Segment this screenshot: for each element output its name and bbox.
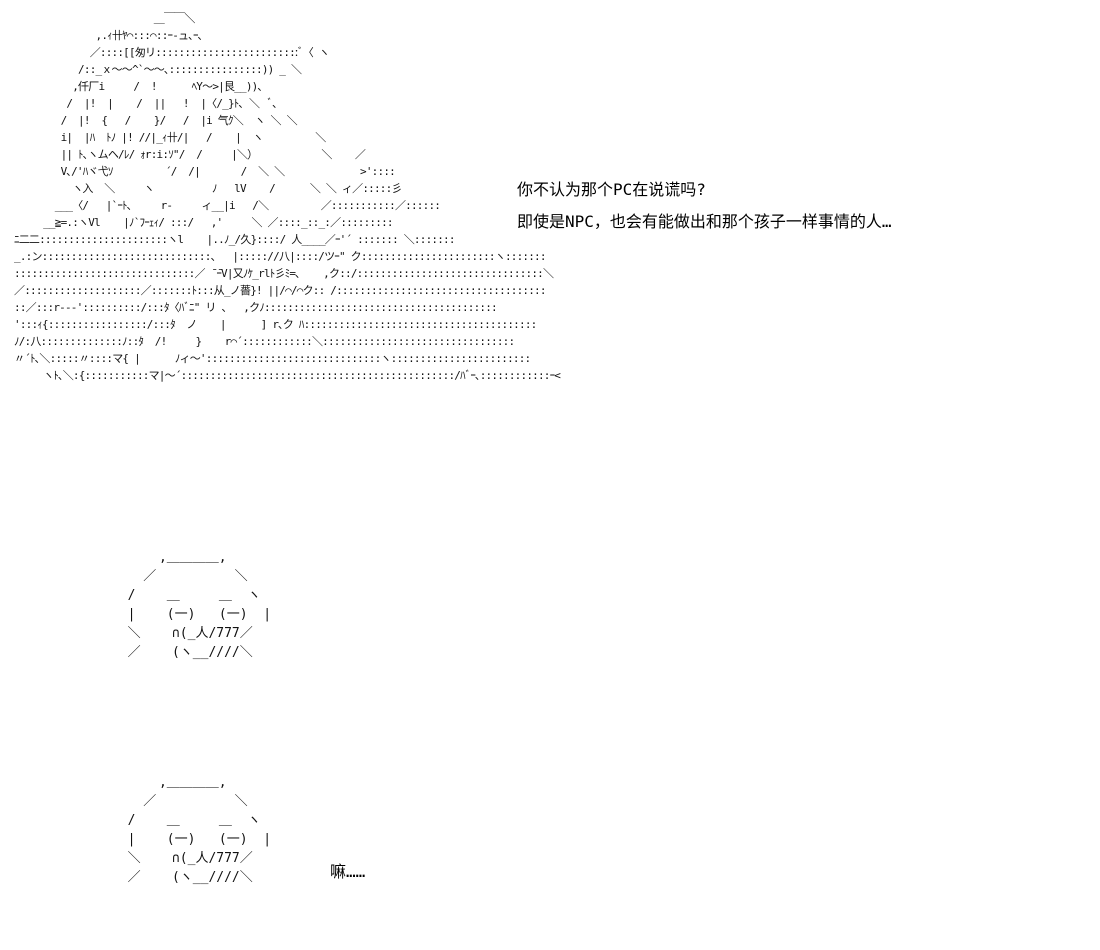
ascii-art-face-1: ,＿＿＿＿, ／ ＼ / ＿ ＿ ヽ | (一) (一) | ＼ ∩(_人/77… — [127, 550, 272, 660]
dialogue-line-2: 即使是NPC，也会有能做出和那个孩子一样事情的人… — [517, 212, 892, 231]
ascii-art-hooded-girl: ＿￣￣＼ ,.ｨ卄ﾔ⌒:::⌒::ｰ-ュ､ｰ､ ／::::[[匆リ:::::::… — [14, 12, 561, 382]
dialogue-block: 你不认为那个PC在说谎吗? 即使是NPC，也会有能做出和那个孩子一样事情的人… — [517, 174, 892, 238]
dialogue-line-1: 你不认为那个PC在说谎吗? — [517, 180, 706, 199]
ascii-art-face-2: ,＿＿＿＿, ／ ＼ / ＿ ＿ ヽ | (一) (一) | ＼ ∩(_人/77… — [127, 775, 272, 885]
reply-text: 嘛…… — [330, 862, 366, 881]
